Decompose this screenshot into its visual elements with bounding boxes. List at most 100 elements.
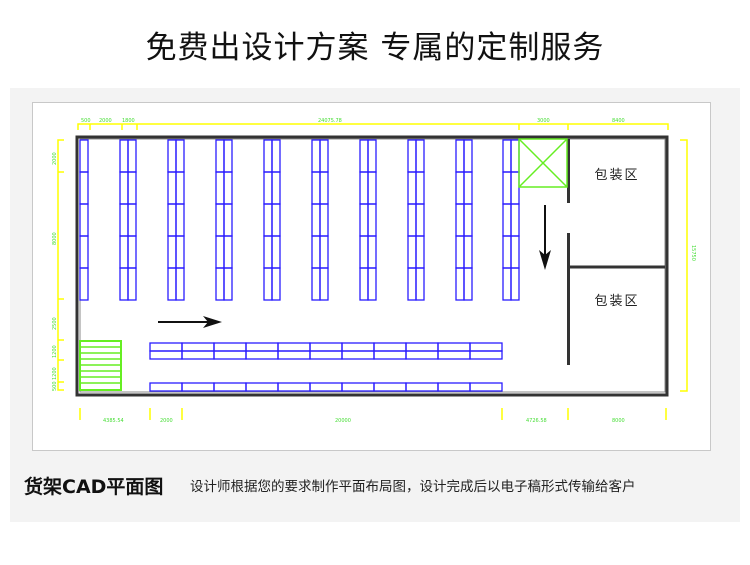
rack-bay (437, 382, 471, 392)
rack-bay (407, 203, 417, 237)
dim-label: 500 (81, 118, 91, 124)
dimension-lines (57, 123, 688, 420)
lift-box (518, 138, 568, 188)
dim-label: 20000 (335, 418, 351, 424)
rack-bay (215, 235, 225, 269)
rack-bay (263, 203, 273, 237)
rack-bay (167, 235, 177, 269)
dim-label: 2000 (52, 152, 58, 165)
racks (79, 139, 520, 392)
rack-bay (167, 171, 177, 205)
rack-bay (309, 382, 343, 392)
rack-bay (510, 203, 520, 237)
rack-bay (263, 235, 273, 269)
rack-bay (149, 382, 183, 392)
rack-bay (175, 267, 185, 301)
rack-bay (373, 342, 407, 352)
rack-bay (175, 171, 185, 205)
rack-bay (502, 235, 512, 269)
rack-bay (373, 382, 407, 392)
rack-bay (463, 203, 473, 237)
rack-bay (405, 382, 439, 392)
left-dimension-line (57, 139, 64, 391)
top-dimension-line (77, 123, 669, 130)
rack-bay (271, 203, 281, 237)
dim-label: 500 (52, 381, 58, 391)
page-title: 免费出设计方案 专属的定制服务 (145, 30, 605, 66)
rack-bay (311, 171, 321, 205)
rack-bay (407, 139, 417, 173)
rack-bay (223, 139, 233, 173)
rack-bay (367, 171, 377, 205)
rack-bay (455, 139, 465, 173)
rack-bay (263, 171, 273, 205)
dim-label: 2000 (99, 118, 112, 124)
rack-bay (437, 342, 471, 352)
rack-bay (359, 235, 369, 269)
rack-bay (127, 235, 137, 269)
rack-bay (319, 171, 329, 205)
rack-bay (149, 342, 183, 352)
rack-bay (359, 139, 369, 173)
rack-bay (127, 267, 137, 301)
rack-bay (223, 203, 233, 237)
rack-bay (215, 203, 225, 237)
rack-bay (167, 267, 177, 301)
rack-bay (341, 350, 375, 360)
rack-bay (469, 350, 503, 360)
rack-bay (359, 267, 369, 301)
image-description: 设计师根据您的要求制作平面布局图，设计完成后以电子稿形式传输给客户 (190, 479, 636, 495)
rack-bay (271, 139, 281, 173)
zone-label-packing: 包装区 (594, 168, 639, 183)
rack-bay (127, 171, 137, 205)
rack-bay (79, 203, 89, 237)
rack-bay (415, 139, 425, 173)
rack-bay (359, 171, 369, 205)
rack-bay (167, 139, 177, 173)
rack-bay (469, 382, 503, 392)
rack-bay (359, 203, 369, 237)
rack-bay (215, 139, 225, 173)
rack-bay (415, 203, 425, 237)
rack-bay (502, 267, 512, 301)
rack-bay (271, 235, 281, 269)
flow-arrow-right (158, 316, 222, 328)
rack-bay (469, 342, 503, 352)
rack-bay (341, 342, 375, 352)
rack-bay (341, 382, 375, 392)
dim-label: 8400 (612, 118, 625, 124)
rack-bay (263, 267, 273, 301)
rack-bay (415, 267, 425, 301)
rack-bay (223, 267, 233, 301)
rack-bay (407, 267, 417, 301)
rack-bay (215, 171, 225, 205)
rack-bay (245, 350, 279, 360)
rack-bay (463, 267, 473, 301)
rack-bay (271, 171, 281, 205)
rack-bay (223, 235, 233, 269)
rack-bay (175, 139, 185, 173)
rack-bay (175, 203, 185, 237)
rack-bay (367, 139, 377, 173)
rack-bay (309, 350, 343, 360)
rack-bay (79, 171, 89, 205)
rack-bay (119, 235, 129, 269)
rack-bay (373, 350, 407, 360)
right-dimension-line (680, 139, 688, 392)
rack-bay (311, 235, 321, 269)
rack-bay (405, 350, 439, 360)
rack-bay (215, 267, 225, 301)
rack-bay (415, 235, 425, 269)
rack-bay (510, 139, 520, 173)
rack-bay (119, 267, 129, 301)
zone-label-packing: 包装区 (594, 294, 639, 309)
walls (75, 135, 669, 397)
dim-label: 1200 (52, 367, 58, 380)
rack-bay (502, 203, 512, 237)
dim-label: 1800 (122, 118, 135, 124)
rack-bay (415, 171, 425, 205)
rack-bay (119, 139, 129, 173)
outer-wall (75, 135, 669, 397)
rack-bay (311, 139, 321, 173)
rack-bay (319, 267, 329, 301)
